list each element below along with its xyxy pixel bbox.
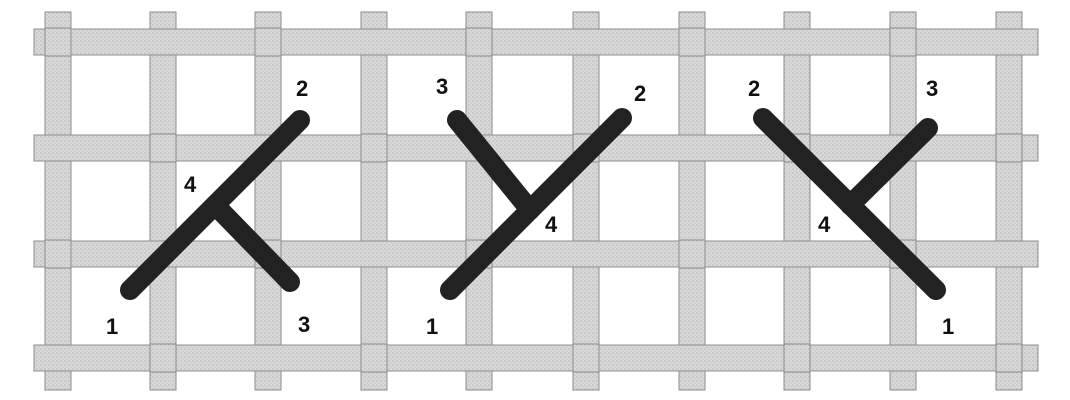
horizontal-thread: [34, 29, 1038, 55]
stitch-b-label-1: 1: [426, 314, 438, 339]
vertical-thread: [996, 12, 1022, 390]
vertical-thread: [890, 12, 916, 390]
vertical-thread: [466, 12, 492, 390]
vertical-thread: [45, 12, 71, 390]
stitch-c-label-1: 1: [942, 314, 954, 339]
stitch-a-label-4: 4: [184, 172, 197, 197]
vertical-thread: [679, 12, 705, 390]
stitch-a-label-3: 3: [298, 312, 310, 337]
thread-crossing: [573, 344, 599, 372]
thread-crossing: [679, 240, 705, 268]
thread-crossing: [45, 28, 71, 56]
thread-crossing: [255, 28, 281, 56]
vertical-thread: [784, 12, 810, 390]
thread-crossing: [466, 28, 492, 56]
vertical-thread: [361, 12, 387, 390]
thread-crossing: [150, 344, 176, 372]
stitch-c-label-4: 4: [818, 212, 831, 237]
stitch-b-label-3: 3: [436, 74, 448, 99]
vertical-thread: [150, 12, 176, 390]
stitch-b-label-4: 4: [545, 212, 558, 237]
thread-crossing: [679, 28, 705, 56]
vertical-thread: [573, 12, 599, 390]
vertical-thread: [255, 12, 281, 390]
stitch-b-label-2: 2: [634, 81, 646, 106]
stitch-a-label-2: 2: [296, 76, 308, 101]
thread-crossing: [361, 344, 387, 372]
thread-crossing: [784, 344, 810, 372]
thread-crossing: [890, 28, 916, 56]
stitch-c-label-2: 2: [748, 76, 760, 101]
thread-crossing: [45, 240, 71, 268]
stitch-a-label-1: 1: [106, 314, 118, 339]
thread-crossing: [361, 134, 387, 162]
stitch-b: 1 2 3 4: [426, 74, 646, 339]
thread-crossing: [996, 134, 1022, 162]
stitch-c: 1 2 3 4: [748, 76, 954, 339]
thread-crossing: [996, 344, 1022, 372]
horizontal-thread: [34, 345, 1038, 371]
stitch-c-label-3: 3: [926, 76, 938, 101]
thread-crossing: [150, 134, 176, 162]
